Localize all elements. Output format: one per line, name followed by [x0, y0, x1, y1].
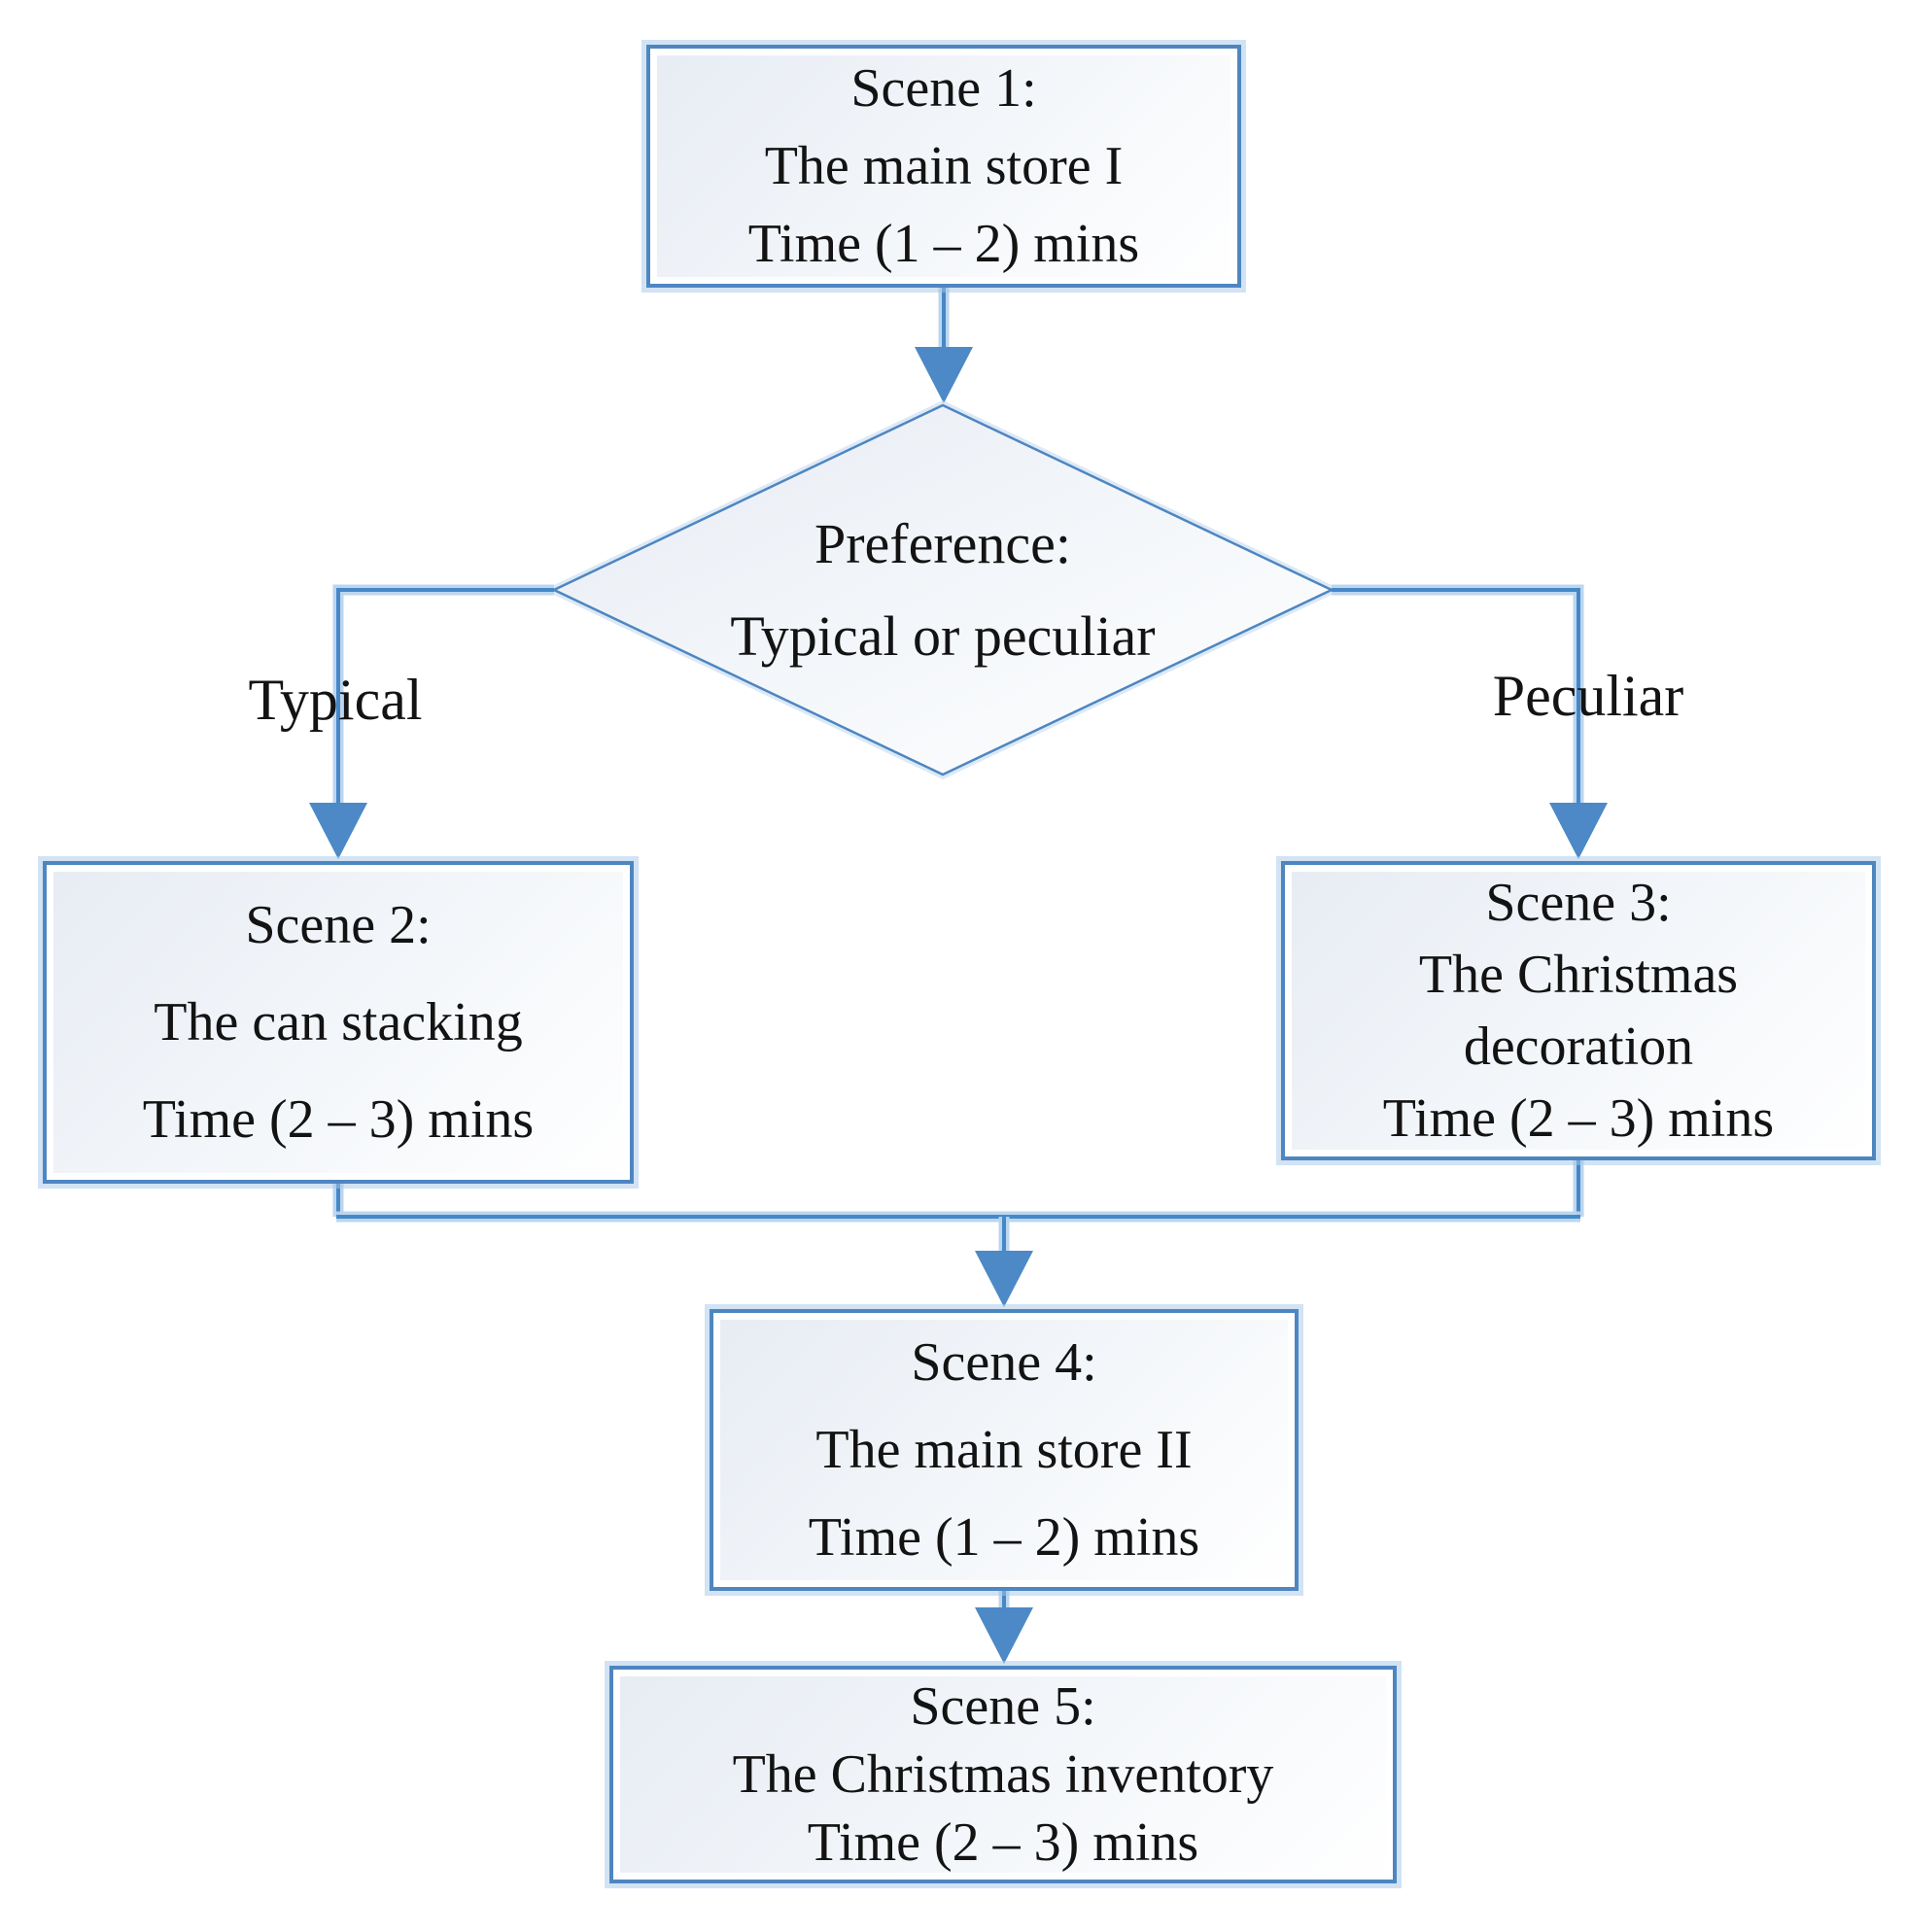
node-line: Time (1 – 2) mins	[808, 1507, 1200, 1568]
connector-merge-to-scene4	[975, 1217, 1033, 1307]
connector-preference-to-scene2	[309, 584, 554, 859]
node-line: Preference:	[814, 512, 1072, 575]
connector-scene1-to-preference	[915, 288, 973, 403]
node-line: Time (2 – 3) mins	[1382, 1088, 1775, 1149]
node-line: Scene 3:	[1485, 873, 1672, 933]
branch-label-peculiar: Peculiar	[1492, 664, 1684, 728]
node-preference-label: Preference: Typical or peculiar	[603, 498, 1283, 682]
node-line: The Christmas inventory	[732, 1744, 1274, 1805]
node-scene3: Scene 3: The Christmas decoration Time (…	[1281, 861, 1876, 1160]
node-scene5: Scene 5: The Christmas inventory Time (2…	[609, 1666, 1397, 1883]
node-line: Time (1 – 2) mins	[747, 214, 1140, 274]
node-line: The can stacking	[154, 992, 523, 1052]
arrowhead-to-preference-icon	[915, 347, 973, 403]
node-scene4: Scene 4: The main store II Time (1 – 2) …	[710, 1309, 1299, 1591]
branch-label-typical: Typical	[248, 668, 423, 732]
arrowhead-to-scene2-icon	[309, 803, 367, 859]
node-line: decoration	[1463, 1017, 1694, 1077]
node-line: Time (2 – 3) mins	[807, 1812, 1199, 1873]
node-line: The Christmas	[1418, 945, 1739, 1005]
decision-diamond	[543, 400, 1342, 779]
connector-preference-to-scene3	[1332, 584, 1608, 859]
node-line: The main store I	[764, 136, 1124, 196]
arrowhead-to-scene5-icon	[975, 1607, 1033, 1664]
node-line: Scene 2:	[245, 895, 432, 955]
node-line: Typical or peculiar	[730, 604, 1156, 668]
node-line: Scene 4:	[911, 1332, 1097, 1393]
arrowhead-to-scene3-icon	[1549, 803, 1608, 859]
node-line: Time (2 – 3) mins	[142, 1089, 535, 1150]
node-scene1: Scene 1: The main store I Time (1 – 2) m…	[646, 45, 1241, 288]
connector-scene4-to-scene5	[975, 1591, 1033, 1664]
node-line: The main store II	[815, 1420, 1193, 1480]
node-line: Scene 5:	[910, 1676, 1096, 1737]
node-scene2: Scene 2: The can stacking Time (2 – 3) m…	[43, 861, 634, 1184]
node-line: Scene 1:	[850, 58, 1037, 119]
arrowhead-to-scene4-icon	[975, 1251, 1033, 1307]
